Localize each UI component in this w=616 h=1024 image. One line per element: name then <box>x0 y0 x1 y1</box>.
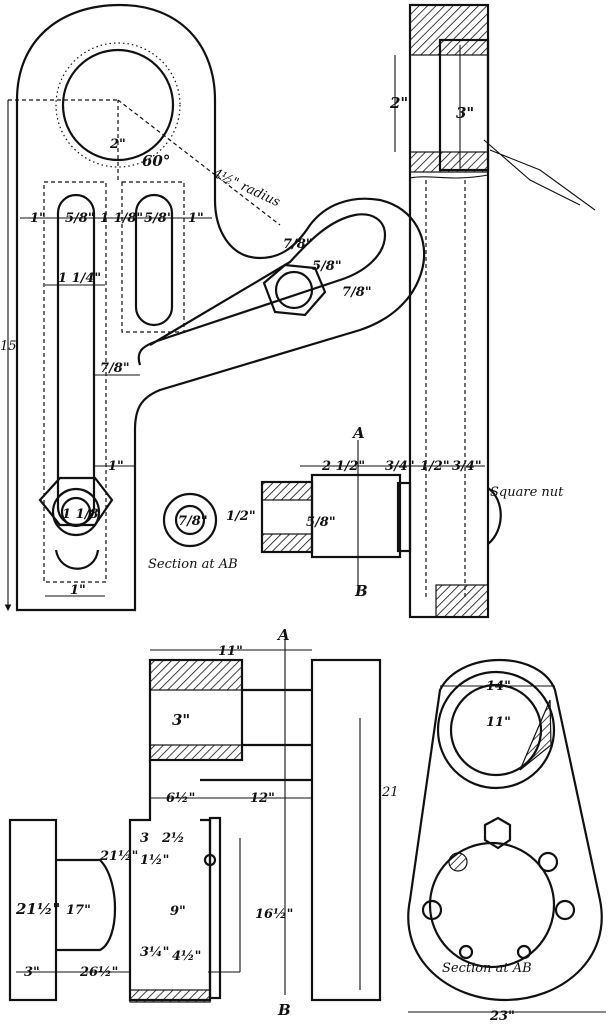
label-26-1-2: 26½" <box>79 965 118 980</box>
label-15: 15 <box>0 339 17 354</box>
label-5-8-c: 5/8" <box>312 259 342 274</box>
pin-section <box>162 440 502 595</box>
label-7-8-a: 7/8" <box>100 361 130 376</box>
label-11-top: 11" <box>218 644 243 659</box>
label-1-2-a: 1/2" <box>420 459 450 474</box>
label-1-1-2-small: 1½" <box>140 853 169 868</box>
label-3-1-4: 3¼" <box>140 945 169 960</box>
label-A-bottom: A <box>276 626 290 644</box>
label-2-1-2: 2 1/2" <box>321 459 365 474</box>
label-21: 21 <box>381 785 399 800</box>
label-4-1-2: 4½" <box>172 949 201 964</box>
label-5-8-sec: 5/8" <box>306 515 336 530</box>
label-6-1-2: 6½" <box>166 791 195 806</box>
label-B-top: B <box>354 582 368 600</box>
label-21-1-2-big: 21½" <box>15 900 60 918</box>
label-2in-hole: 2" <box>109 137 126 152</box>
label-3in-flange: 3" <box>24 965 40 980</box>
label-7-8-b: 7/8" <box>283 237 313 252</box>
label-1-1-4: 1 1/4" <box>58 271 101 286</box>
label-3-small: 3 <box>140 831 149 846</box>
label-3in-bottom: 3" <box>172 711 190 729</box>
label-1in-c: 1" <box>108 459 124 474</box>
label-7-8-c: 7/8" <box>342 285 372 300</box>
crank-arm-elevation <box>4 3 426 612</box>
label-21-1-2-small: 21½" <box>99 849 138 864</box>
label-60deg: 60° <box>142 152 170 170</box>
label-3in-side: 3" <box>456 104 474 122</box>
crank-assembly <box>8 640 606 1013</box>
label-1in-b: 1" <box>188 211 204 226</box>
label-radius: 4½" radius <box>209 166 282 211</box>
label-17: 17" <box>66 903 91 918</box>
side-view <box>394 3 596 619</box>
label-square-nut: Square nut <box>490 485 564 500</box>
label-7-8-sec: 7/8" <box>178 514 208 529</box>
label-1-1-8: 1 1/8" <box>100 211 143 226</box>
label-section-ab-bottom: Section at AB <box>442 961 532 976</box>
label-A-top: A <box>351 424 365 442</box>
label-3-4-a: 3/4" <box>385 459 415 474</box>
label-1in-a: 1" <box>30 211 46 226</box>
label-5-8-a: 5/8" <box>65 211 95 226</box>
label-14: 14" <box>486 679 511 694</box>
label-3-4-b: 3/4" <box>452 459 482 474</box>
label-1-1-8-nut: 1 1/8 <box>62 507 98 522</box>
label-2in-side: 2" <box>389 94 408 112</box>
label-12: 12" <box>250 791 275 806</box>
label-B-bottom: B <box>277 1001 291 1019</box>
label-section-ab-top: Section at AB <box>148 557 238 572</box>
label-23: 23" <box>489 1009 515 1024</box>
label-5-8-b: 5/8" <box>144 211 174 226</box>
label-1in-d: 1" <box>70 583 86 598</box>
label-16-1-2: 16½" <box>255 907 293 922</box>
label-2-1-2-small: 2½ <box>161 831 185 846</box>
label-1-2-sec: 1/2" <box>226 509 256 524</box>
label-11-circle: 11" <box>486 715 511 730</box>
label-9: 9" <box>170 904 186 919</box>
